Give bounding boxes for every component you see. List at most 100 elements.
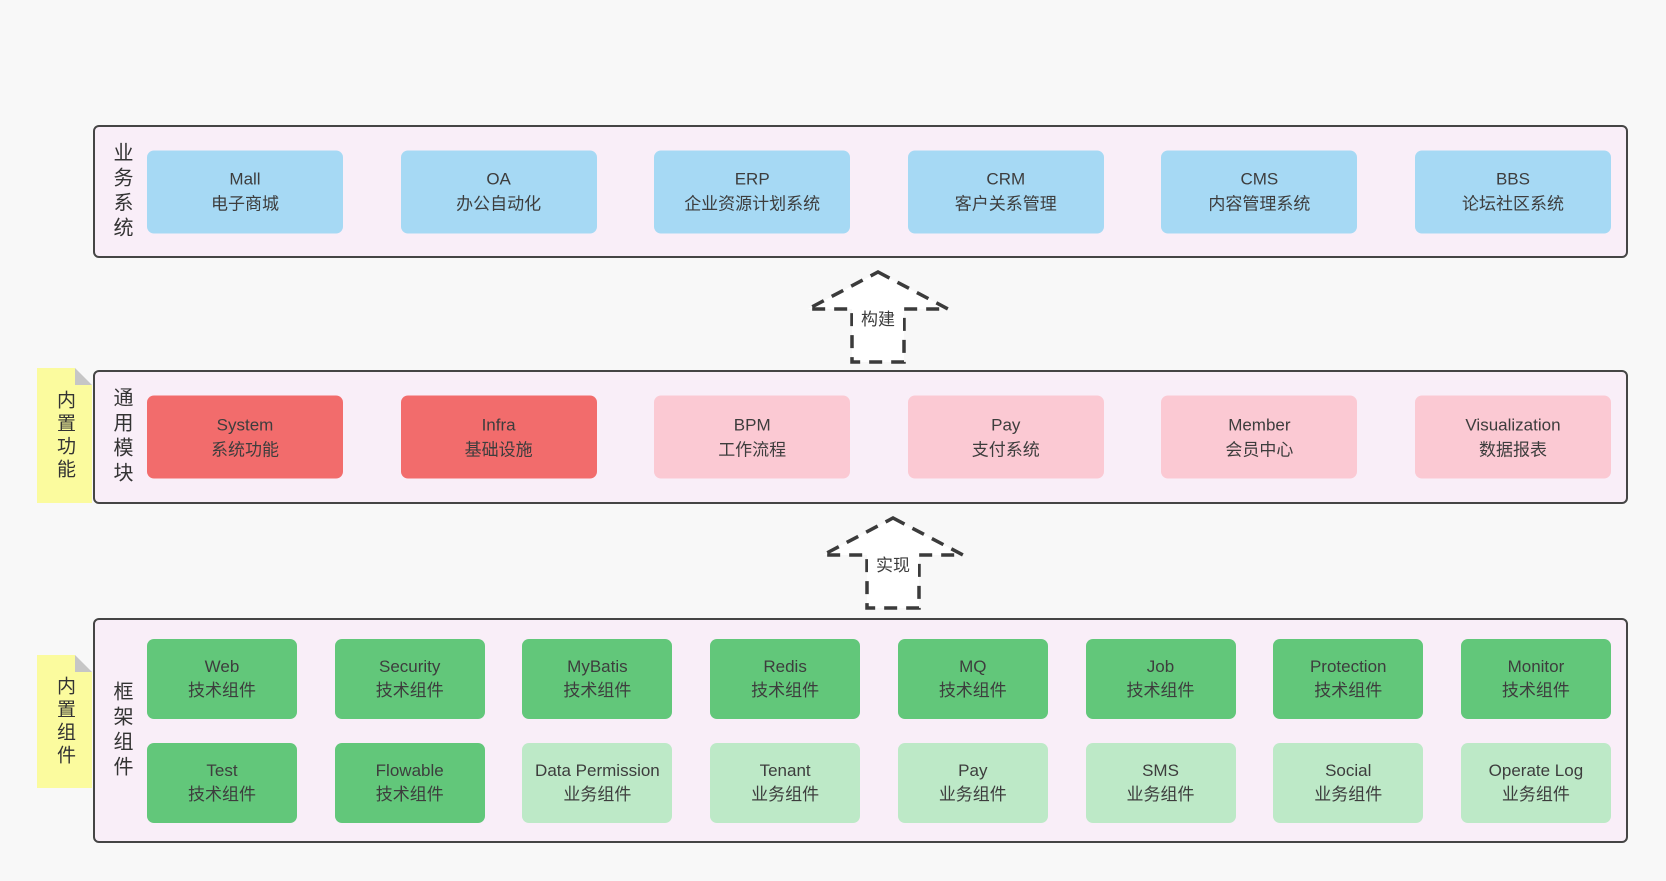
implement-arrow-label: 实现 bbox=[876, 556, 910, 575]
box-bpm-subtitle: 工作流程 bbox=[718, 440, 787, 459]
business-systems-label: 业务系统 bbox=[110, 141, 132, 242]
box-redis: Redis 技术组件 bbox=[710, 638, 861, 719]
box-member-title: Member bbox=[1228, 415, 1291, 434]
box-member: Member 会员中心 bbox=[1161, 395, 1358, 479]
box-mall-subtitle: 电子商城 bbox=[211, 194, 279, 214]
box-mq: MQ 技术组件 bbox=[897, 638, 1048, 719]
box-erp-title: ERP bbox=[734, 169, 770, 189]
box-pay-subtitle: 支付系统 bbox=[971, 440, 1040, 459]
box-tenant: Tenant 业务组件 bbox=[710, 742, 861, 823]
box-test-title: Test bbox=[206, 760, 238, 780]
box-sms-title: SMS bbox=[1142, 760, 1179, 780]
box-sms: SMS 业务组件 bbox=[1085, 742, 1236, 823]
box-data-permission-subtitle: 业务组件 bbox=[563, 784, 632, 804]
box-job-title: Job bbox=[1146, 656, 1175, 676]
box-erp-subtitle: 企业资源计划系统 bbox=[684, 194, 821, 214]
box-visualization: Visualization 数据报表 bbox=[1414, 395, 1611, 479]
box-crm: CRM 客户关系管理 bbox=[907, 150, 1104, 233]
box-crm-subtitle: 客户关系管理 bbox=[954, 194, 1057, 214]
box-system-title: System bbox=[216, 415, 274, 434]
box-test-subtitle: 技术组件 bbox=[188, 784, 256, 804]
box-mq-title: MQ bbox=[959, 656, 987, 676]
built-in-functions-sticky-label: 内置功能 bbox=[54, 389, 75, 482]
box-protection-title: Protection bbox=[1309, 656, 1387, 676]
business-systems-container: 业务系统 Mall 电子商城 OA 办公自动化 ERP 企业资源计划系统 CRM… bbox=[93, 125, 1628, 258]
business-systems-row: Mall 电子商城 OA 办公自动化 ERP 企业资源计划系统 CRM 客户关系… bbox=[147, 150, 1611, 233]
box-oa-title: OA bbox=[486, 169, 511, 189]
box-data-permission: Data Permission 业务组件 bbox=[522, 742, 673, 823]
box-oa: OA 办公自动化 bbox=[400, 150, 597, 233]
framework-components-row-1: Web 技术组件 Security 技术组件 MyBatis 技术组件 Redi… bbox=[147, 638, 1611, 719]
box-cms-subtitle: 内容管理系统 bbox=[1208, 194, 1311, 214]
box-bbs-title: BBS bbox=[1495, 169, 1530, 189]
box-security-title: Security bbox=[378, 656, 441, 676]
box-redis-subtitle: 技术组件 bbox=[751, 680, 820, 700]
implement-arrow: 实现 bbox=[822, 516, 964, 610]
box-data-permission-title: Data Permission bbox=[535, 760, 660, 780]
box-pay: Pay 支付系统 bbox=[907, 395, 1104, 479]
box-tenant-subtitle: 业务组件 bbox=[751, 784, 820, 804]
box-crm-title: CRM bbox=[986, 169, 1026, 189]
box-system-subtitle: 系统功能 bbox=[211, 440, 279, 459]
box-tenant-title: Tenant bbox=[759, 760, 811, 780]
common-modules-row: System 系统功能 Infra 基础设施 BPM 工作流程 Pay 支付系统… bbox=[147, 395, 1611, 479]
built-in-components-sticky-label: 内置组件 bbox=[54, 675, 75, 768]
framework-components-container: 框架组件 Web 技术组件 Security 技术组件 MyBatis 技术组件… bbox=[93, 618, 1628, 843]
built-in-components-sticky-note: 内置组件 bbox=[37, 655, 92, 788]
box-infra-subtitle: 基础设施 bbox=[464, 440, 533, 459]
box-web: Web 技术组件 bbox=[147, 638, 297, 719]
box-mall: Mall 电子商城 bbox=[147, 150, 343, 233]
box-operate-log-subtitle: 业务组件 bbox=[1501, 784, 1570, 804]
box-flowable: Flowable 技术组件 bbox=[334, 742, 485, 823]
box-bbs-subtitle: 论坛社区系统 bbox=[1461, 194, 1564, 214]
box-web-title: Web bbox=[204, 656, 240, 676]
box-monitor: Monitor 技术组件 bbox=[1460, 638, 1611, 719]
framework-components-rows: Web 技术组件 Security 技术组件 MyBatis 技术组件 Redi… bbox=[147, 638, 1611, 823]
box-test: Test 技术组件 bbox=[147, 742, 297, 823]
box-pay-component-title: Pay bbox=[958, 760, 988, 780]
box-pay-title: Pay bbox=[991, 415, 1021, 434]
box-infra-title: Infra bbox=[481, 415, 516, 434]
build-arrow-label: 构建 bbox=[861, 310, 895, 329]
implement-arrow-label-bg bbox=[868, 550, 918, 577]
box-job: Job 技术组件 bbox=[1085, 638, 1236, 719]
box-mybatis-title: MyBatis bbox=[567, 656, 628, 676]
box-bpm: BPM 工作流程 bbox=[654, 395, 851, 479]
box-pay-component: Pay 业务组件 bbox=[897, 742, 1048, 823]
common-modules-label: 通用模块 bbox=[110, 387, 132, 487]
box-flowable-subtitle: 技术组件 bbox=[375, 784, 444, 804]
common-modules-container: 通用模块 System 系统功能 Infra 基础设施 BPM 工作流程 Pay… bbox=[93, 370, 1628, 504]
box-system: System 系统功能 bbox=[147, 395, 343, 479]
box-cms-title: CMS bbox=[1240, 169, 1279, 189]
box-bbs: BBS 论坛社区系统 bbox=[1414, 150, 1611, 233]
box-oa-subtitle: 办公自动化 bbox=[456, 194, 542, 214]
box-protection-subtitle: 技术组件 bbox=[1314, 680, 1383, 700]
box-protection: Protection 技术组件 bbox=[1273, 638, 1424, 719]
box-mq-subtitle: 技术组件 bbox=[938, 680, 1007, 700]
box-social-subtitle: 业务组件 bbox=[1314, 784, 1383, 804]
box-infra: Infra 基础设施 bbox=[400, 395, 597, 479]
box-social-title: Social bbox=[1325, 760, 1372, 780]
box-security-subtitle: 技术组件 bbox=[375, 680, 444, 700]
box-operate-log-title: Operate Log bbox=[1488, 760, 1584, 780]
box-job-subtitle: 技术组件 bbox=[1126, 680, 1195, 700]
box-erp: ERP 企业资源计划系统 bbox=[654, 150, 851, 233]
box-security: Security 技术组件 bbox=[334, 638, 485, 719]
framework-components-label: 框架组件 bbox=[110, 680, 132, 781]
box-flowable-title: Flowable bbox=[375, 760, 444, 780]
box-visualization-subtitle: 数据报表 bbox=[1478, 440, 1547, 459]
box-bpm-title: BPM bbox=[733, 415, 771, 434]
box-pay-component-subtitle: 业务组件 bbox=[938, 784, 1007, 804]
box-monitor-subtitle: 技术组件 bbox=[1501, 680, 1570, 700]
build-arrow-label-bg bbox=[853, 304, 903, 331]
box-operate-log: Operate Log 业务组件 bbox=[1460, 742, 1611, 823]
box-member-subtitle: 会员中心 bbox=[1225, 440, 1294, 459]
box-monitor-title: Monitor bbox=[1507, 656, 1565, 676]
box-sms-subtitle: 业务组件 bbox=[1126, 784, 1195, 804]
box-web-subtitle: 技术组件 bbox=[188, 680, 256, 700]
box-cms: CMS 内容管理系统 bbox=[1161, 150, 1358, 233]
framework-components-row-2: Test 技术组件 Flowable 技术组件 Data Permission … bbox=[147, 742, 1611, 823]
box-redis-title: Redis bbox=[763, 656, 807, 676]
built-in-functions-sticky-note: 内置功能 bbox=[37, 368, 92, 503]
